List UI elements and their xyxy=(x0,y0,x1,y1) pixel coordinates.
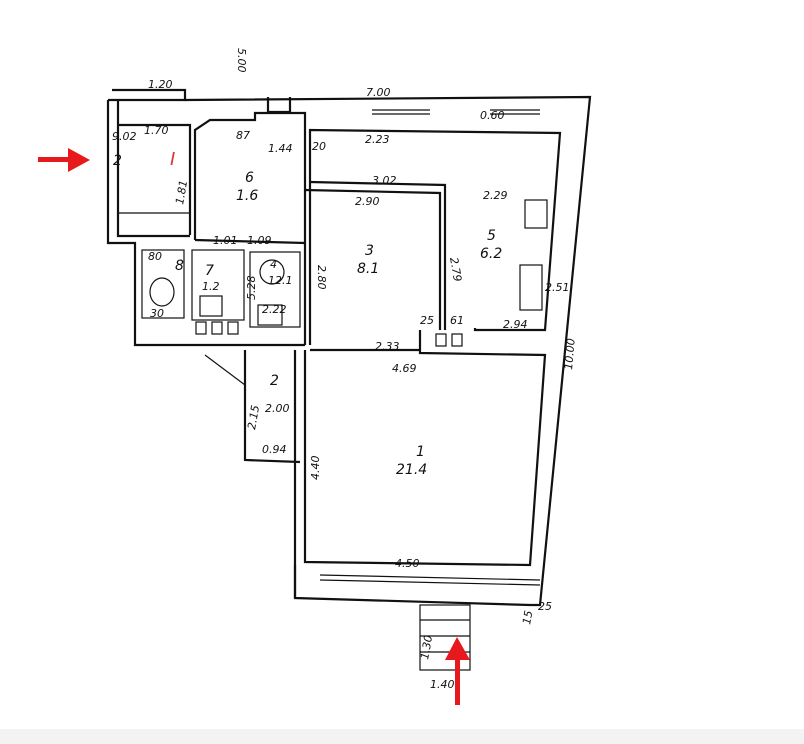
svg-text:21.4: 21.4 xyxy=(396,462,427,478)
svg-text:1.20: 1.20 xyxy=(148,78,173,91)
svg-text:3: 3 xyxy=(365,243,374,259)
svg-text:4: 4 xyxy=(270,258,277,271)
svg-text:2.79: 2.79 xyxy=(447,256,464,282)
svg-text:2.22: 2.22 xyxy=(262,303,287,316)
svg-text:2.00: 2.00 xyxy=(265,402,290,415)
toilet-icon xyxy=(149,277,175,307)
svg-text:2.33: 2.33 xyxy=(375,340,400,353)
svg-text:25: 25 xyxy=(538,600,552,613)
toilet-icon xyxy=(259,259,285,285)
svg-text:4.40: 4.40 xyxy=(309,456,322,481)
svg-text:2: 2 xyxy=(113,153,122,169)
stove-icon xyxy=(519,264,543,311)
svg-text:4.50: 4.50 xyxy=(395,557,420,570)
svg-text:1.09: 1.09 xyxy=(247,234,272,247)
svg-text:6.2: 6.2 xyxy=(480,246,502,262)
svg-text:2.94: 2.94 xyxy=(503,318,528,331)
svg-text:20: 20 xyxy=(312,140,326,153)
svg-text:4.69: 4.69 xyxy=(392,362,417,375)
svg-text:15: 15 xyxy=(520,609,535,625)
svg-text:25: 25 xyxy=(420,314,434,327)
svg-text:1.6: 1.6 xyxy=(236,188,258,204)
svg-text:12.1: 12.1 xyxy=(268,274,293,287)
svg-text:8: 8 xyxy=(175,258,184,274)
svg-text:5: 5 xyxy=(487,228,496,244)
svg-text:2.15: 2.15 xyxy=(245,404,262,430)
svg-text:1.01: 1.01 xyxy=(213,234,238,247)
svg-text:1.70: 1.70 xyxy=(144,124,169,137)
svg-text:7: 7 xyxy=(205,263,214,279)
dim-depth: 5.00 xyxy=(235,48,248,73)
svg-text:5.28: 5.28 xyxy=(245,276,258,301)
svg-text:80: 80 xyxy=(148,250,162,263)
stove-icon xyxy=(524,199,548,229)
entrance-arrow-bottom-icon xyxy=(445,637,470,705)
svg-text:8.1: 8.1 xyxy=(357,261,379,277)
svg-text:0.60: 0.60 xyxy=(480,109,505,122)
svg-text:3.02: 3.02 xyxy=(372,174,397,187)
svg-text:0.94: 0.94 xyxy=(262,443,287,456)
svg-text:2.90: 2.90 xyxy=(355,195,380,208)
outer-walls xyxy=(106,88,592,607)
svg-text:9.02: 9.02 xyxy=(112,130,137,143)
svg-text:2: 2 xyxy=(270,373,279,389)
sink-icon xyxy=(199,295,223,317)
entrance-arrow-left-icon xyxy=(38,148,90,172)
svg-text:30: 30 xyxy=(150,307,164,320)
svg-text:1: 1 xyxy=(416,444,425,460)
interior-walls xyxy=(118,111,562,567)
dim-top: 7.00 xyxy=(366,86,391,99)
footer-bar xyxy=(0,729,804,744)
svg-text:6: 6 xyxy=(245,170,254,186)
svg-text:1.30: 1.30 xyxy=(418,634,435,660)
svg-text:2.80: 2.80 xyxy=(315,265,328,290)
dim-right: 10.00 xyxy=(562,338,578,371)
svg-text:1.2: 1.2 xyxy=(202,280,220,293)
svg-text:1.40: 1.40 xyxy=(430,678,455,691)
sink-icon xyxy=(257,304,283,326)
svg-text:2.29: 2.29 xyxy=(483,189,508,202)
svg-text:1.81: 1.81 xyxy=(173,179,190,205)
svg-text:2.23: 2.23 xyxy=(365,133,390,146)
svg-text:61: 61 xyxy=(450,314,464,327)
svg-text:87: 87 xyxy=(236,129,250,142)
svg-text:I: I xyxy=(170,149,175,170)
dimension-labels: 5.00 7.00 10.00 0.60 1.20 1.70 9.02 2 I … xyxy=(112,48,578,691)
svg-text:2.51: 2.51 xyxy=(545,281,570,294)
svg-text:1.44: 1.44 xyxy=(268,142,293,155)
